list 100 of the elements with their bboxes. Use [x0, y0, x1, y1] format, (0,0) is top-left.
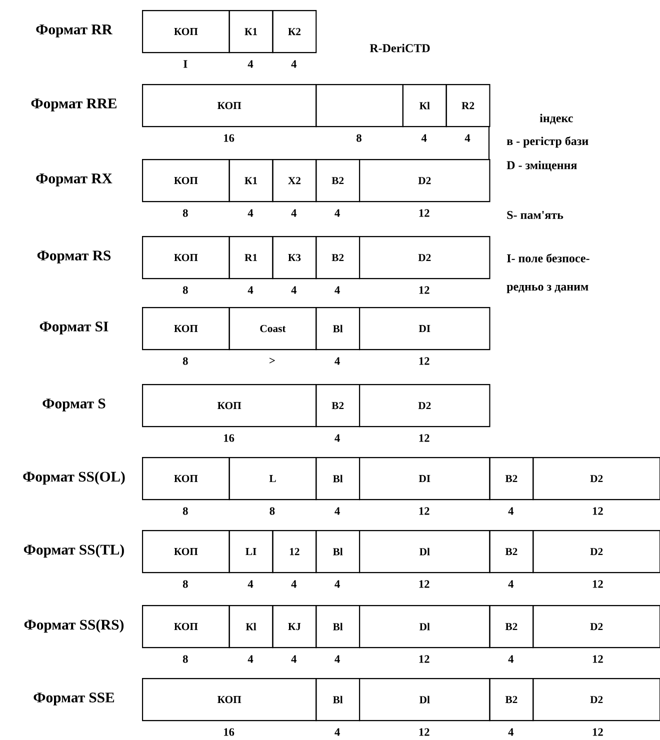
bit-width-label: 8 — [182, 209, 188, 217]
bit-width-label: 4 — [334, 209, 340, 217]
format-label: Формат S — [42, 398, 106, 412]
field-box: B2 — [489, 457, 534, 500]
bit-width-label: 16 — [224, 434, 234, 442]
bit-width-label: 4 — [248, 580, 254, 588]
field-box: DI — [359, 307, 490, 350]
bit-width-label: 8 — [182, 580, 188, 588]
bit-width-label: 12 — [419, 209, 430, 217]
field-box: Dl — [359, 678, 490, 722]
field-box: Dl — [359, 605, 490, 648]
field-box: LI — [228, 530, 274, 574]
bit-width-label: 4 — [334, 728, 340, 736]
field-box: B2 — [316, 236, 360, 280]
format-label: Формат RR — [36, 24, 112, 38]
bit-width-label: 12 — [592, 655, 603, 663]
bit-width-label: 12 — [419, 357, 430, 365]
bit-width-label: 8 — [356, 134, 362, 142]
field-box: Bl — [316, 605, 360, 648]
bit-width-label: 12 — [419, 286, 430, 294]
field-box: X2 — [272, 159, 317, 202]
bit-width-label: 12 — [592, 580, 603, 588]
bit-width-label: 4 — [291, 286, 297, 294]
note-text: R-DeriCTD — [370, 44, 430, 52]
bit-width-label: 8 — [270, 507, 275, 515]
bit-width-label: 4 — [334, 655, 340, 663]
note-text: в - регістр бази — [506, 136, 588, 148]
bit-width-label: 8 — [182, 507, 188, 515]
bit-width-label: 4 — [508, 507, 514, 515]
bit-width-label: 4 — [464, 134, 470, 142]
bit-width-label: 4 — [291, 580, 297, 588]
field-box: КОП — [142, 10, 230, 54]
bit-width-label: 12 — [592, 507, 603, 515]
field-box: КОП — [142, 307, 230, 350]
bit-width-label: 4 — [248, 209, 254, 217]
field-box: D2 — [532, 457, 660, 500]
bit-width-label: 4 — [334, 507, 340, 515]
bit-width-label: 4 — [248, 655, 254, 663]
bit-width-label: 8 — [182, 286, 188, 294]
bit-width-label: 4 — [248, 60, 254, 68]
bit-width-label: 12 — [592, 728, 603, 736]
field-box: B2 — [316, 384, 360, 428]
field-box: B2 — [316, 159, 360, 202]
field-box: B2 — [489, 678, 534, 722]
field-box: КОП — [142, 84, 317, 128]
field-box: Bl — [316, 678, 360, 722]
note-text: S- пам'ять — [507, 210, 564, 220]
field-box: Bl — [316, 530, 360, 574]
field-box: Кl — [228, 605, 274, 648]
bit-width-label: 4 — [291, 209, 297, 217]
field-box: DI — [359, 457, 490, 500]
field-box: КОП — [142, 457, 230, 500]
note-text: індекс — [540, 114, 573, 124]
field-box: К3 — [272, 236, 317, 280]
field-box: К2 — [272, 10, 317, 54]
bit-width-label: 12 — [419, 655, 430, 663]
bit-width-label: 12 — [419, 728, 430, 736]
format-label: Формат SS(OL) — [23, 471, 125, 485]
bit-width-label: 4 — [334, 357, 340, 365]
bit-width-label: 4 — [334, 434, 340, 442]
bit-width-label: 8 — [182, 655, 188, 663]
field-box: КJ — [272, 605, 317, 648]
field-box: B2 — [489, 530, 534, 574]
bit-width-label: I — [184, 60, 188, 68]
field-box: Bl — [316, 307, 360, 350]
field-box: D2 — [532, 530, 660, 574]
bit-width-label: 4 — [508, 655, 514, 663]
bit-width-label: 4 — [248, 286, 254, 294]
field-box: D2 — [359, 384, 490, 428]
bit-width-label: 16 — [224, 134, 234, 142]
format-label: Формат RS — [37, 250, 111, 264]
format-label: Формат SS(RS) — [24, 619, 124, 633]
note-text: D - зміщення — [506, 160, 577, 172]
field-box: Dl — [359, 530, 490, 574]
field-box: К1 — [228, 159, 274, 202]
bit-width-label: 8 — [182, 357, 188, 365]
field-box: D2 — [532, 678, 660, 722]
note-text: редньо з даним — [506, 284, 588, 294]
field-box: Кl — [402, 84, 447, 128]
note-text: I- поле безпосе- — [507, 254, 590, 262]
field-box: D2 — [359, 236, 490, 280]
field-box: R1 — [228, 236, 274, 280]
bit-width-label: 4 — [291, 60, 297, 68]
field-box: КОП — [142, 605, 230, 648]
field-box: Bl — [316, 457, 360, 500]
format-label: Формат RRE — [31, 98, 116, 112]
format-label: Формат SSE — [34, 692, 114, 706]
bit-width-label: 12 — [419, 434, 430, 442]
bit-width-label: 4 — [334, 286, 340, 294]
bit-width-label: 16 — [224, 728, 234, 736]
field-box: R2 — [446, 84, 490, 128]
format-label: Формат SS(TL) — [24, 544, 124, 558]
bit-width-label: 4 — [334, 580, 340, 588]
field-box: L — [228, 457, 317, 500]
field-box: КОП — [142, 678, 317, 722]
field-box: 12 — [272, 530, 317, 574]
bit-width-label: 4 — [421, 134, 427, 142]
field-box: Coast — [228, 307, 317, 350]
format-label: Формат SI — [40, 322, 108, 334]
bit-width-label: 12 — [419, 507, 430, 515]
